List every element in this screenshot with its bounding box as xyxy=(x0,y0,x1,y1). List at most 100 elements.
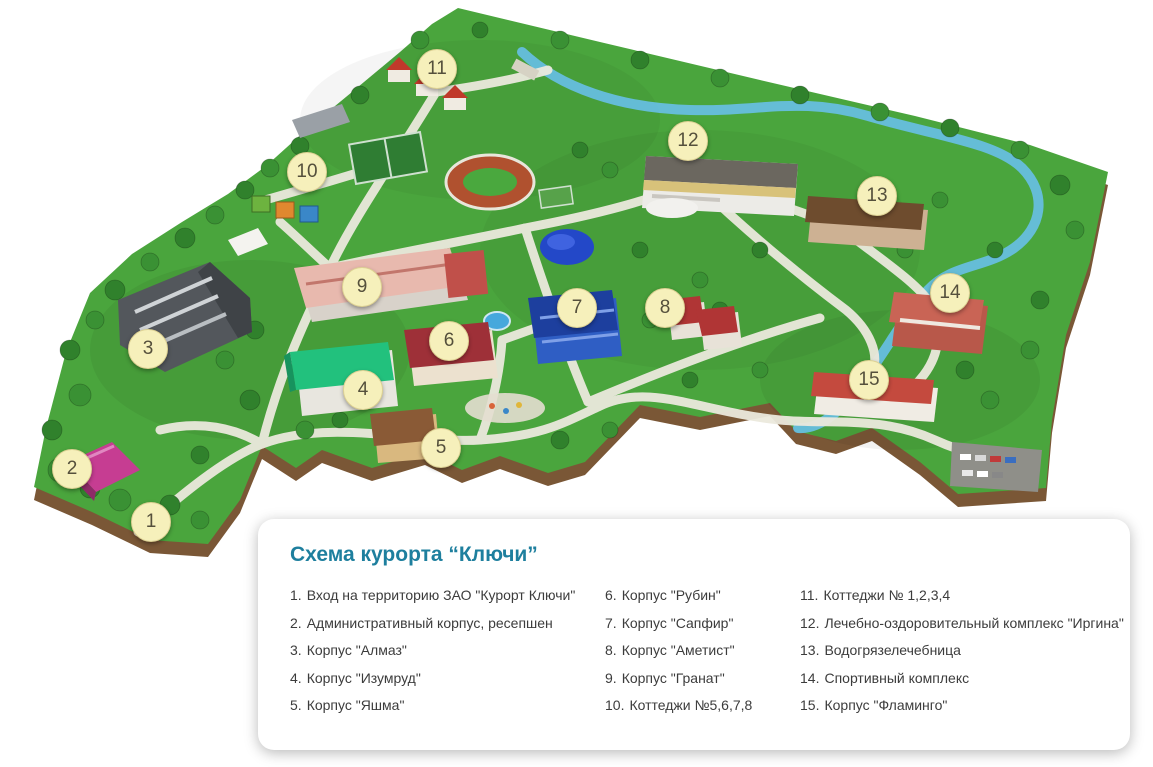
map-marker-9[interactable]: 9 xyxy=(342,267,382,307)
tree xyxy=(190,510,210,530)
legend-column-1: 1.Вход на территорию ЗАО "Курорт Ключи"2… xyxy=(290,587,605,725)
map-marker-6[interactable]: 6 xyxy=(429,321,469,361)
legend-item-9: 9.Корпус "Гранат" xyxy=(605,670,800,688)
legend-item-label: Коттеджи № 1,2,3,4 xyxy=(823,587,951,603)
legend-item-number: 7. xyxy=(605,614,617,631)
tree xyxy=(410,30,430,50)
tree xyxy=(215,350,235,370)
legend-item-label: Корпус "Аметист" xyxy=(621,642,735,658)
tennis-court xyxy=(347,130,429,186)
map-marker-12[interactable]: 12 xyxy=(668,121,708,161)
parking-lot xyxy=(950,442,1042,492)
tree xyxy=(350,85,370,105)
tree xyxy=(41,419,63,441)
legend-item-number: 11. xyxy=(800,587,819,603)
map-marker-2[interactable]: 2 xyxy=(52,449,92,489)
tree xyxy=(601,421,619,439)
tree xyxy=(751,361,769,379)
tree xyxy=(550,430,570,450)
white-tent xyxy=(228,228,268,256)
legend-item-label: Лечебно-оздоровительный комплекс "Иргина… xyxy=(824,614,1124,631)
tree xyxy=(955,360,975,380)
map-marker-13[interactable]: 13 xyxy=(857,176,897,216)
tree xyxy=(751,241,769,259)
legend-title: Схема курорта “Ключи” xyxy=(290,543,538,566)
tree xyxy=(1020,340,1040,360)
legend-item-10: 10.Коттеджи №5,6,7,8 xyxy=(605,697,800,715)
tree xyxy=(870,102,890,122)
tree xyxy=(59,339,81,361)
legend-item-12: 12.Лечебно-оздоровительный комплекс "Ирг… xyxy=(800,615,1124,633)
legend-item-label: Корпус "Гранат" xyxy=(621,669,725,686)
map-marker-10[interactable]: 10 xyxy=(287,152,327,192)
map-marker-8[interactable]: 8 xyxy=(645,288,685,328)
tree xyxy=(190,445,210,465)
legend-item-4: 4.Корпус "Изумруд" xyxy=(290,670,605,688)
legend-item-number: 15. xyxy=(800,697,820,713)
legend-item-1: 1.Вход на территорию ЗАО "Курорт Ключи" xyxy=(290,587,605,605)
river xyxy=(517,47,1044,434)
tree xyxy=(205,205,225,225)
bridge xyxy=(511,58,540,81)
legend-item-14: 14.Спортивный комплекс xyxy=(800,670,1124,688)
tree xyxy=(940,118,960,138)
tree xyxy=(295,420,315,440)
tree xyxy=(681,371,699,389)
tree xyxy=(1049,174,1071,196)
legend-item-label: Вход на территорию ЗАО "Курорт Ключи" xyxy=(306,587,576,603)
tree xyxy=(550,30,570,50)
map-marker-5[interactable]: 5 xyxy=(421,428,461,468)
legend-item-number: 1. xyxy=(290,587,302,603)
tree xyxy=(174,227,196,249)
legend-item-label: Водогрязелечебница xyxy=(824,642,961,658)
tree xyxy=(239,389,261,411)
legend-item-number: 3. xyxy=(290,642,302,658)
legend-item-5: 5.Корпус "Яшма" xyxy=(290,697,605,715)
legend-item-7: 7.Корпус "Сапфир" xyxy=(605,615,800,633)
tree xyxy=(235,180,255,200)
tree xyxy=(1030,290,1050,310)
tree xyxy=(1065,220,1085,240)
legend-item-6: 6.Корпус "Рубин" xyxy=(605,587,800,605)
legend-item-label: Коттеджи №5,6,7,8 xyxy=(629,697,753,713)
map-marker-11[interactable]: 11 xyxy=(417,49,457,89)
tree xyxy=(260,158,280,178)
tree xyxy=(471,21,489,39)
legend-item-13: 13.Водогрязелечебница xyxy=(800,642,1124,660)
legend-item-label: Корпус "Изумруд" xyxy=(306,669,421,686)
legend-item-number: 10. xyxy=(605,697,625,713)
map-marker-15[interactable]: 15 xyxy=(849,360,889,400)
map-marker-3[interactable]: 3 xyxy=(128,329,168,369)
tree xyxy=(790,85,810,105)
stadium xyxy=(444,153,536,211)
map-marker-7[interactable]: 7 xyxy=(557,288,597,328)
legend-item-number: 13. xyxy=(800,642,820,658)
tree xyxy=(710,68,730,88)
tree xyxy=(108,488,132,512)
tree xyxy=(931,191,949,209)
legend-panel: Схема курорта “Ключи” 1.Вход на территор… xyxy=(258,519,1130,750)
building-4-izumrud xyxy=(284,342,398,416)
building-13-vodogryaz xyxy=(805,196,928,250)
service-building xyxy=(292,104,350,138)
legend-item-label: Корпус "Сапфир" xyxy=(621,614,734,631)
map-marker-4[interactable]: 4 xyxy=(343,370,383,410)
fountain-pond xyxy=(483,311,511,331)
legend-item-8: 8.Корпус "Аметист" xyxy=(605,642,800,660)
cottages-10 xyxy=(251,195,319,223)
tree xyxy=(571,141,589,159)
sport-ground xyxy=(538,185,574,209)
legend-item-label: Корпус "Яшма" xyxy=(306,697,405,713)
legend-item-number: 6. xyxy=(605,587,617,603)
legend-item-label: Корпус "Фламинго" xyxy=(824,697,948,713)
legend-item-number: 12. xyxy=(800,614,820,631)
legend-item-number: 9. xyxy=(605,669,617,686)
tree xyxy=(68,383,92,407)
map-marker-1[interactable]: 1 xyxy=(131,502,171,542)
tree xyxy=(980,390,1000,410)
map-marker-14[interactable]: 14 xyxy=(930,273,970,313)
